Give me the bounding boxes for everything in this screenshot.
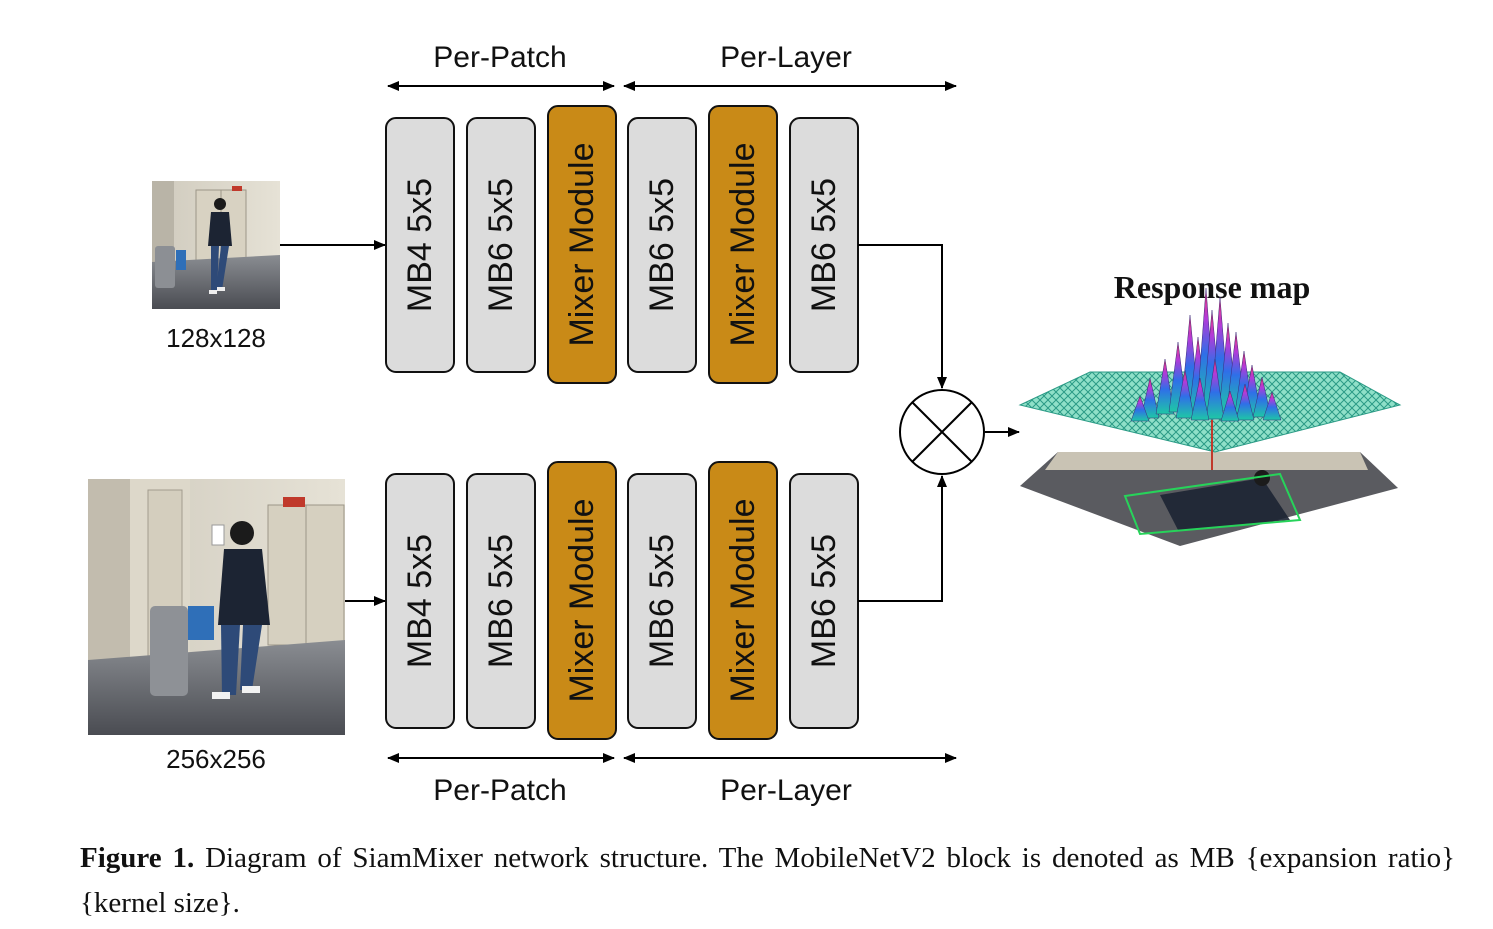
- bottom-block-1-box: [385, 473, 455, 729]
- response-peak: [1262, 391, 1282, 421]
- top-block-6: MB6 5x5: [789, 117, 859, 373]
- search-image: [88, 479, 345, 735]
- bottom-block-5: Mixer Module: [708, 461, 778, 740]
- top-block-2-label: MB6 5x5: [482, 178, 520, 312]
- top-block-3-box: [547, 105, 617, 384]
- response-peak: [1220, 390, 1240, 422]
- top-block-4-label: MB6 5x5: [643, 178, 681, 312]
- bottom-block-3: Mixer Module: [547, 461, 617, 740]
- top-per-patch-label: Per-Patch: [433, 41, 566, 74]
- bottom-block-2-label: MB6 5x5: [482, 534, 520, 668]
- bottom-block-4: MB6 5x5: [627, 473, 697, 729]
- response-peak: [1155, 358, 1175, 415]
- response-peak: [1235, 383, 1255, 421]
- top-block-2-box: [466, 117, 536, 373]
- bottom-block-1: MB4 5x5: [385, 473, 455, 729]
- response-peak: [1190, 377, 1210, 421]
- bottom-block-5-box: [708, 461, 778, 740]
- top-block-1: MB4 5x5: [385, 117, 455, 373]
- figure-caption: Figure 1. Diagram of SiamMixer network s…: [80, 836, 1455, 926]
- bottom-block-3-label: Mixer Module: [563, 498, 601, 702]
- bottom-per-patch-label: Per-Patch: [433, 774, 566, 807]
- bottom-branch: MB4 5x5 MB6 5x5 Mixer Module MB6 5x5 Mixer M…: [385, 461, 859, 740]
- top-block-4: MB6 5x5: [627, 117, 697, 373]
- bottom-block-2: MB6 5x5: [466, 473, 536, 729]
- top-block-1-label: MB4 5x5: [401, 178, 439, 312]
- top-block-5: Mixer Module: [708, 105, 778, 384]
- top-block-3: Mixer Module: [547, 105, 617, 384]
- bottom-block-1-label: MB4 5x5: [401, 534, 439, 668]
- caption-label: Figure 1.: [80, 842, 195, 874]
- bottom-block-6: MB6 5x5: [789, 473, 859, 729]
- top-output-connector: [858, 244, 947, 389]
- response-peak: [1175, 369, 1195, 419]
- caption-text: Diagram of SiamMixer network structure. …: [80, 842, 1455, 919]
- bottom-block-3-box: [547, 461, 617, 740]
- bottom-block-4-box: [627, 473, 697, 729]
- top-per-layer-label: Per-Layer: [720, 41, 852, 74]
- top-block-5-label: Mixer Module: [724, 142, 762, 346]
- top-block-5-box: [708, 105, 778, 384]
- bottom-per-layer-label: Per-Layer: [720, 774, 852, 807]
- bottom-block-5-label: Mixer Module: [724, 498, 762, 702]
- bottom-block-6-label: MB6 5x5: [805, 534, 843, 668]
- template-size-label: 128x128: [166, 323, 266, 353]
- bottom-block-4-label: MB6 5x5: [643, 534, 681, 668]
- response-map-title: Response map: [1114, 269, 1310, 305]
- template-image: [152, 181, 280, 309]
- response-peak: [1140, 377, 1160, 419]
- response-peak: [1252, 376, 1272, 418]
- top-block-2: MB6 5x5: [466, 117, 536, 373]
- top-block-4-box: [627, 117, 697, 373]
- response-map-graphic: [1018, 287, 1402, 546]
- top-block-3-label: Mixer Module: [563, 142, 601, 346]
- response-peak: [1130, 395, 1150, 422]
- cross-correlation-icon: [899, 389, 985, 475]
- top-block-6-label: MB6 5x5: [805, 178, 843, 312]
- bottom-block-2-box: [466, 473, 536, 729]
- top-block-1-box: [385, 117, 455, 373]
- top-branch: MB4 5x5 MB6 5x5 Mixer Module MB6 5x5 Mixer M…: [385, 105, 859, 384]
- response-peak: [1205, 358, 1225, 420]
- bottom-output-connector: [858, 475, 947, 602]
- search-size-label: 256x256: [166, 744, 266, 774]
